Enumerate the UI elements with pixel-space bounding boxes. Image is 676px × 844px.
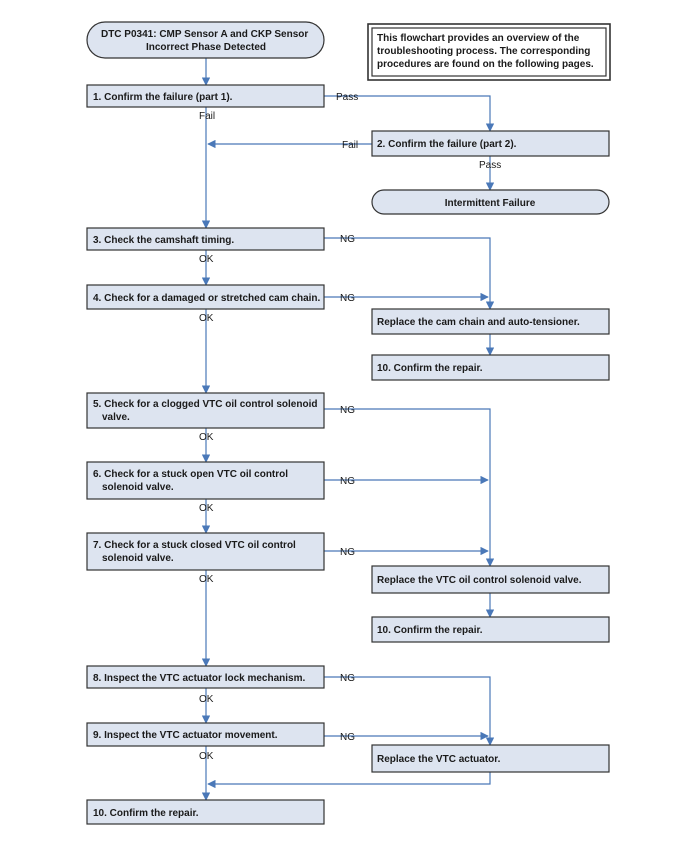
- connector: [324, 237, 495, 310]
- step-1-label: 1. Confirm the failure (part 1).: [93, 92, 233, 103]
- start-title: DTC P0341: CMP Sensor A and CKP Sensor I…: [101, 29, 311, 53]
- action-box-solenoid: [371, 565, 610, 594]
- ng-label: NG: [340, 673, 355, 684]
- step-6-label: 6. Check for a stuck open VTC oil contro…: [93, 469, 291, 493]
- pass-label: Pass: [479, 160, 501, 171]
- step-box-9: [86, 722, 325, 747]
- pass-label: Pass: [336, 92, 358, 103]
- ok-label: OK: [199, 432, 214, 443]
- step-box-6: [86, 461, 325, 500]
- step-box-4: [86, 284, 325, 310]
- action-box-confirm-2: [371, 616, 610, 643]
- connector: [324, 95, 495, 132]
- step-8-label: 8. Inspect the VTC actuator lock mechani…: [93, 673, 306, 684]
- action-box-confirm-1: [371, 354, 610, 381]
- ng-label: NG: [340, 732, 355, 743]
- note-box-inner: [371, 27, 607, 77]
- ok-label: OK: [199, 574, 214, 585]
- intermittent-label: Intermittent Failure: [445, 198, 536, 209]
- step-box-7: [86, 532, 325, 571]
- ng-label: NG: [340, 405, 355, 416]
- ok-label: OK: [199, 254, 214, 265]
- action-box-actuator: [371, 744, 610, 773]
- action-actuator-label: Replace the VTC actuator.: [377, 754, 501, 765]
- step-3-label: 3. Check the camshaft timing.: [93, 235, 234, 246]
- action-confirm-2-label: 10. Confirm the repair.: [377, 625, 483, 636]
- ok-label: OK: [199, 751, 214, 762]
- action-solenoid-label: Replace the VTC oil control solenoid val…: [377, 575, 582, 586]
- start-terminal: [86, 21, 325, 59]
- step-7-label: 7. Check for a stuck closed VTC oil cont…: [93, 540, 299, 564]
- step-4-label: 4. Check for a damaged or stretched cam …: [93, 293, 321, 304]
- step-2-label: 2. Confirm the failure (part 2).: [377, 139, 517, 150]
- fail-label: Fail: [342, 140, 358, 151]
- ok-label: OK: [199, 694, 214, 705]
- action-confirm-1-label: 10. Confirm the repair.: [377, 363, 483, 374]
- connector: [207, 772, 491, 789]
- step-box-3: [86, 227, 325, 251]
- ng-label: NG: [340, 234, 355, 245]
- ng-label: NG: [340, 293, 355, 304]
- ng-label: NG: [340, 476, 355, 487]
- action-box-cam-chain: [371, 308, 610, 335]
- ng-label: NG: [340, 547, 355, 558]
- step-10-label: 10. Confirm the repair.: [93, 808, 199, 819]
- intermittent-terminal: [371, 189, 610, 215]
- fail-label: Fail: [199, 111, 215, 122]
- step-box-5: [86, 392, 325, 429]
- step-box-10: [86, 799, 325, 825]
- ok-label: OK: [199, 313, 214, 324]
- step-5-label: 5. Check for a clogged VTC oil control s…: [93, 399, 320, 423]
- step-box-1: [86, 84, 325, 108]
- ok-label: OK: [199, 503, 214, 514]
- connector: [324, 408, 495, 567]
- action-cam-chain-label: Replace the cam chain and auto-tensioner…: [377, 317, 580, 328]
- step-9-label: 9. Inspect the VTC actuator movement.: [93, 730, 278, 741]
- note-text: This flowchart provides an overview of t…: [377, 33, 594, 70]
- step-box-8: [86, 665, 325, 689]
- connector: [324, 676, 495, 746]
- step-box-2: [371, 130, 610, 157]
